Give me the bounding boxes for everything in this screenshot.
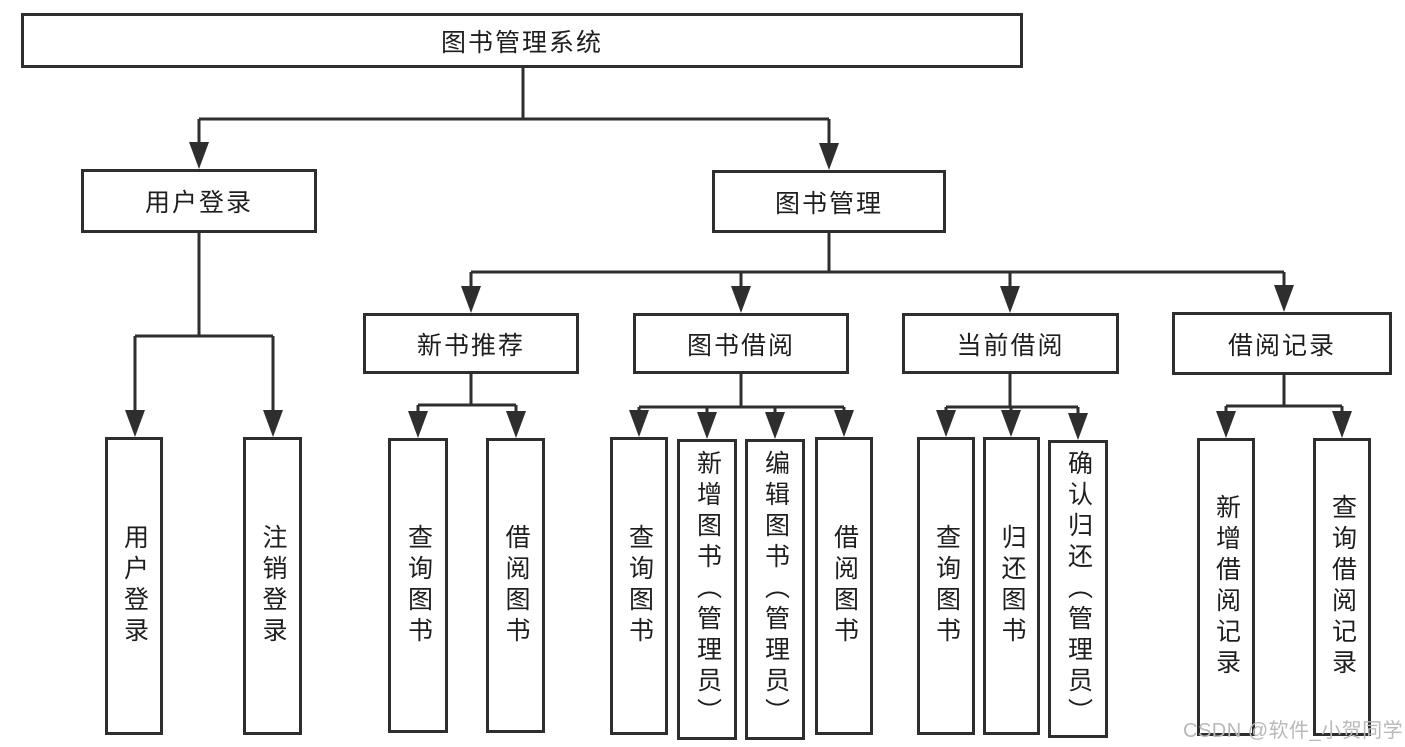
arrowhead-icon [697,412,717,439]
leaf-edit-book-admin: 编辑图书（管理员） [745,439,805,740]
node-book-management-branch: 图书管理 [712,170,946,233]
arrowhead-icon [765,412,785,439]
leaf-borrow-books: 借阅图书 [815,437,873,735]
connector-bookmgmt-to-level3 [469,233,1286,290]
leaf-return-book: 归还图书 [983,437,1040,735]
leaf-query-books-borrowing: 查询图书 [610,437,668,735]
connector-borrow-to-leaves [637,374,846,417]
arrowhead-icon [731,286,751,313]
arrowhead-icon [1332,411,1352,438]
arrowhead-icon [1001,410,1021,437]
leaf-logout: 注销登录 [243,437,302,735]
node-new-book-recommendation: 新书推荐 [363,313,579,374]
arrowhead-icon [125,410,145,437]
arrowhead-icon [408,411,428,438]
leaf-confirm-return-admin: 确认归还（管理员） [1048,440,1108,738]
connector-userlogin-to-leaves [133,233,275,415]
arrowhead-icon [834,410,854,437]
leaf-add-book-admin: 新增图书（管理员） [677,439,737,740]
leaf-user-login: 用户登录 [105,437,163,735]
arrowhead-icon [936,410,956,437]
arrowhead-icon [1274,285,1294,312]
connector-root-to-level2 [197,66,831,146]
node-library-management-system: 图书管理系统 [21,13,1023,68]
arrowhead-icon [506,411,526,438]
arrowhead-icon [189,142,209,169]
arrowhead-icon [1216,411,1236,438]
leaf-add-borrow-record: 新增借阅记录 [1197,438,1255,736]
leaf-query-books-recommend: 查询图书 [388,438,448,733]
csdn-watermark: CSDN @软件_小贺同学 [1183,720,1404,742]
arrowhead-icon [263,410,283,437]
arrowhead-icon [1068,413,1088,440]
arrowheads [125,142,1352,440]
arrowhead-icon [461,286,481,313]
node-borrowing-records: 借阅记录 [1172,312,1392,375]
leaf-query-borrow-record: 查询借阅记录 [1313,438,1371,736]
connector-newbook-to-leaves [416,374,518,417]
arrowhead-icon [819,143,839,170]
arrowhead-icon [1000,286,1020,313]
connector-records-to-leaves [1224,375,1344,417]
node-book-borrowing: 图书借阅 [633,313,849,374]
node-current-borrowing: 当前借阅 [902,313,1119,374]
connector-lines [133,66,1344,417]
arrowhead-icon [629,410,649,437]
leaf-query-books-current: 查询图书 [917,437,975,735]
node-user-login-branch: 用户登录 [81,169,317,233]
leaf-borrow-books-recommend: 借阅图书 [486,438,545,733]
